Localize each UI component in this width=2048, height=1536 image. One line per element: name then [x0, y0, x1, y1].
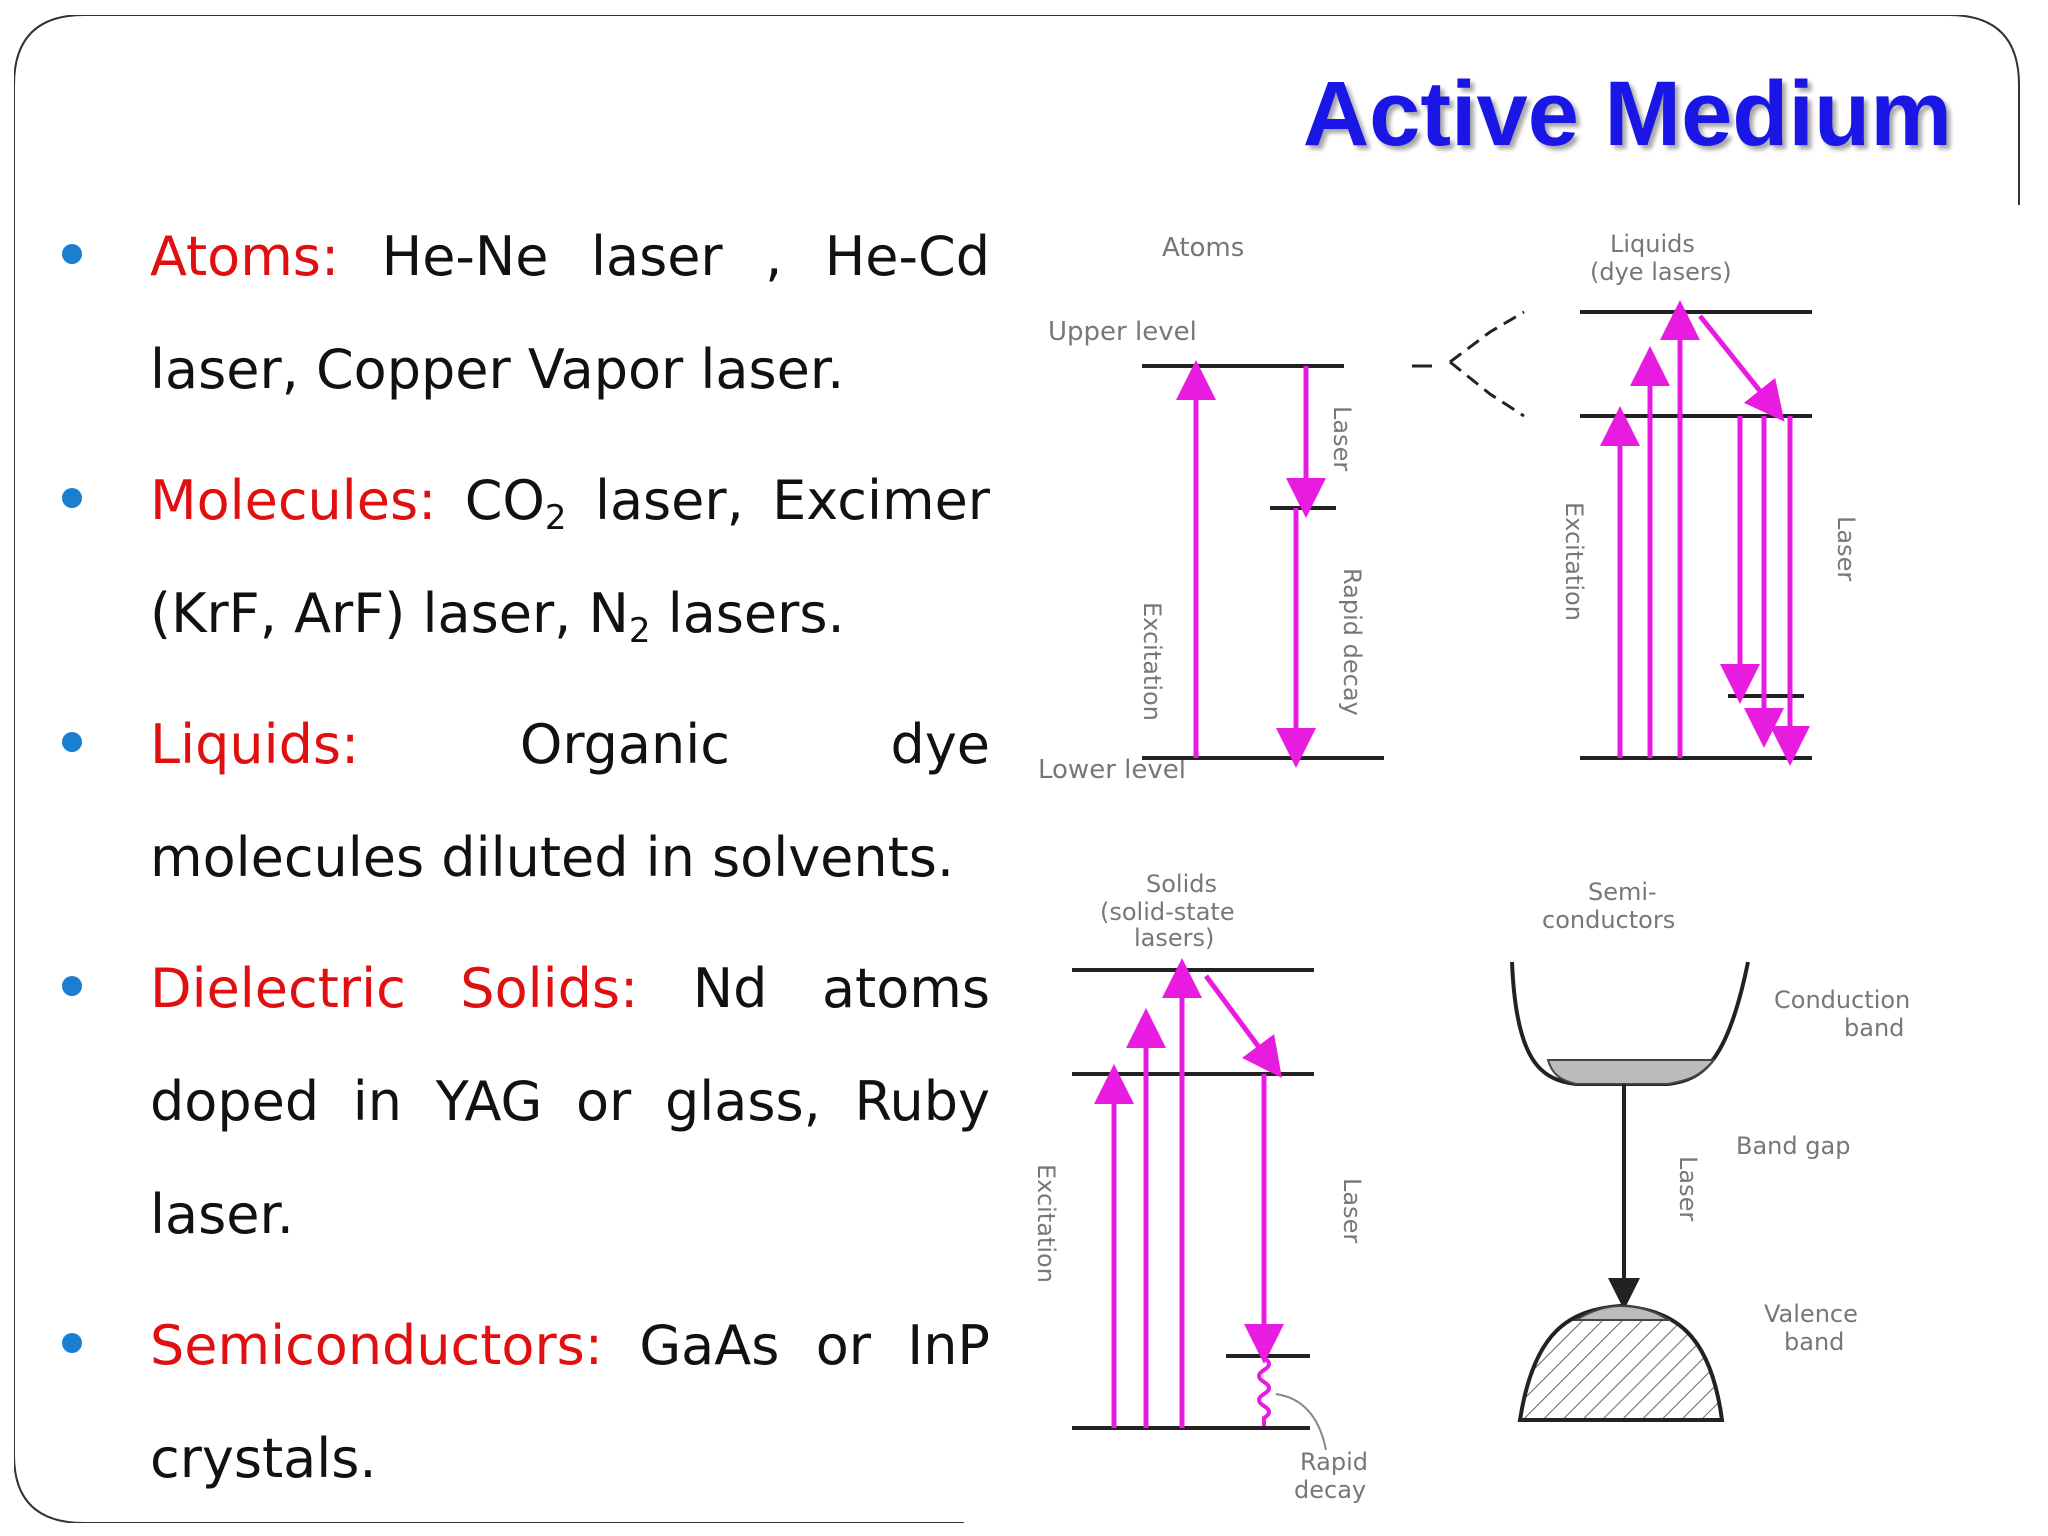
excitation-label: Excitation	[1560, 502, 1588, 621]
bullet-term: Molecules:	[150, 469, 437, 532]
upper-level-label: Upper level	[1048, 317, 1197, 347]
bullet-text: CO	[436, 469, 545, 532]
conduction-band-electrons	[1546, 1059, 1717, 1085]
solids-subtitle: (solid-state	[1100, 898, 1235, 926]
bullet-term: Atoms:	[150, 225, 340, 288]
bullet-text: Nd atoms doped in YAG or glass, Ruby las…	[150, 957, 990, 1246]
relaxation-arrow	[1203, 974, 1282, 1079]
liquids-title: Liquids	[1610, 230, 1695, 258]
slide-title: Active Medium	[1302, 63, 1952, 165]
conduction-band-label: Conduction	[1774, 986, 1910, 1014]
rapid-decay-label: Rapid decay	[1338, 568, 1366, 716]
bullet-text: lasers.	[650, 582, 845, 645]
laser-label: Laser	[1328, 406, 1356, 471]
solids-diagram: Solids (solid-state lasers) Excitation L…	[1032, 870, 1368, 1504]
solids-subtitle-2: lasers)	[1134, 924, 1214, 952]
rapid-decay-wave	[1257, 1356, 1271, 1426]
bullet-semiconductors: Semiconductors: GaAs or InP crystals.	[62, 1289, 990, 1515]
valence-band-curve	[1517, 1303, 1725, 1422]
bullet-dielectric-solids: Dielectric Solids: Nd atoms doped in YAG…	[62, 932, 990, 1271]
bullet-dot-icon	[62, 732, 82, 752]
bullet-text: GaAs or InP crystals.	[150, 1314, 990, 1490]
semi-subtitle: conductors	[1542, 906, 1675, 934]
energy-level-diagram: Atoms Upper level Lower level Excitation…	[1032, 230, 1910, 1504]
atoms-title: Atoms	[1162, 233, 1244, 263]
bullet-text: laser, Excimer (KrF, ArF) laser, N	[150, 469, 990, 645]
valence-band-holes	[1572, 1304, 1672, 1321]
laser-label: Laser	[1338, 1178, 1366, 1243]
decay-pointer	[1275, 1393, 1327, 1451]
semi-title: Semi-	[1588, 878, 1657, 906]
rapid-decay-label-2: decay	[1294, 1476, 1366, 1504]
bullet-dot-icon	[62, 488, 82, 508]
solids-title: Solids	[1146, 870, 1217, 898]
band-gap-label: Band gap	[1736, 1132, 1850, 1160]
bullet-dot-icon	[62, 976, 82, 996]
bullet-molecules: Molecules: CO2 laser, Excimer (KrF, ArF)…	[62, 444, 990, 670]
liquids-diagram: Liquids (dye lasers) Excitation Laser	[1449, 230, 1860, 766]
excitation-label: Excitation	[1032, 1164, 1060, 1283]
liquids-subtitle: (dye lasers)	[1590, 258, 1732, 286]
bullet-term: Liquids:	[150, 713, 360, 776]
slide-frame	[14, 15, 2020, 1523]
bullet-liquids: Liquids: Organic dye molecules diluted i…	[62, 688, 990, 914]
laser-label: Laser	[1832, 516, 1860, 581]
bullet-dot-icon	[62, 244, 82, 264]
subscript: 2	[628, 611, 651, 651]
subscript: 2	[544, 498, 567, 538]
semiconductors-diagram: Semi- conductors Conduction band Band ga…	[1510, 878, 1910, 1422]
valence-band-label-2: band	[1784, 1328, 1844, 1356]
bullet-atoms: Atoms: He-Ne laser , He-Cd laser, Copper…	[62, 200, 990, 426]
laser-label: Laser	[1674, 1156, 1702, 1221]
bullet-text: He-Ne laser , He-Cd laser, Copper Vapor …	[150, 225, 990, 401]
bullet-term: Dielectric Solids:	[150, 957, 639, 1020]
atoms-diagram: Atoms Upper level Lower level Excitation…	[1038, 233, 1432, 785]
bullet-text: Organic dye molecules diluted in solvent…	[150, 713, 990, 889]
valence-band-label: Valence	[1764, 1300, 1858, 1328]
bullet-list: Atoms: He-Ne laser , He-Cd laser, Copper…	[62, 200, 990, 1533]
connector-dashes	[1449, 310, 1525, 418]
bullet-dot-icon	[62, 1333, 82, 1353]
relaxation-arrow	[1698, 314, 1785, 422]
rapid-decay-label: Rapid	[1300, 1448, 1368, 1476]
excitation-label: Excitation	[1138, 602, 1166, 721]
bullet-term: Semiconductors:	[150, 1314, 603, 1377]
conduction-band-label-2: band	[1844, 1014, 1904, 1042]
